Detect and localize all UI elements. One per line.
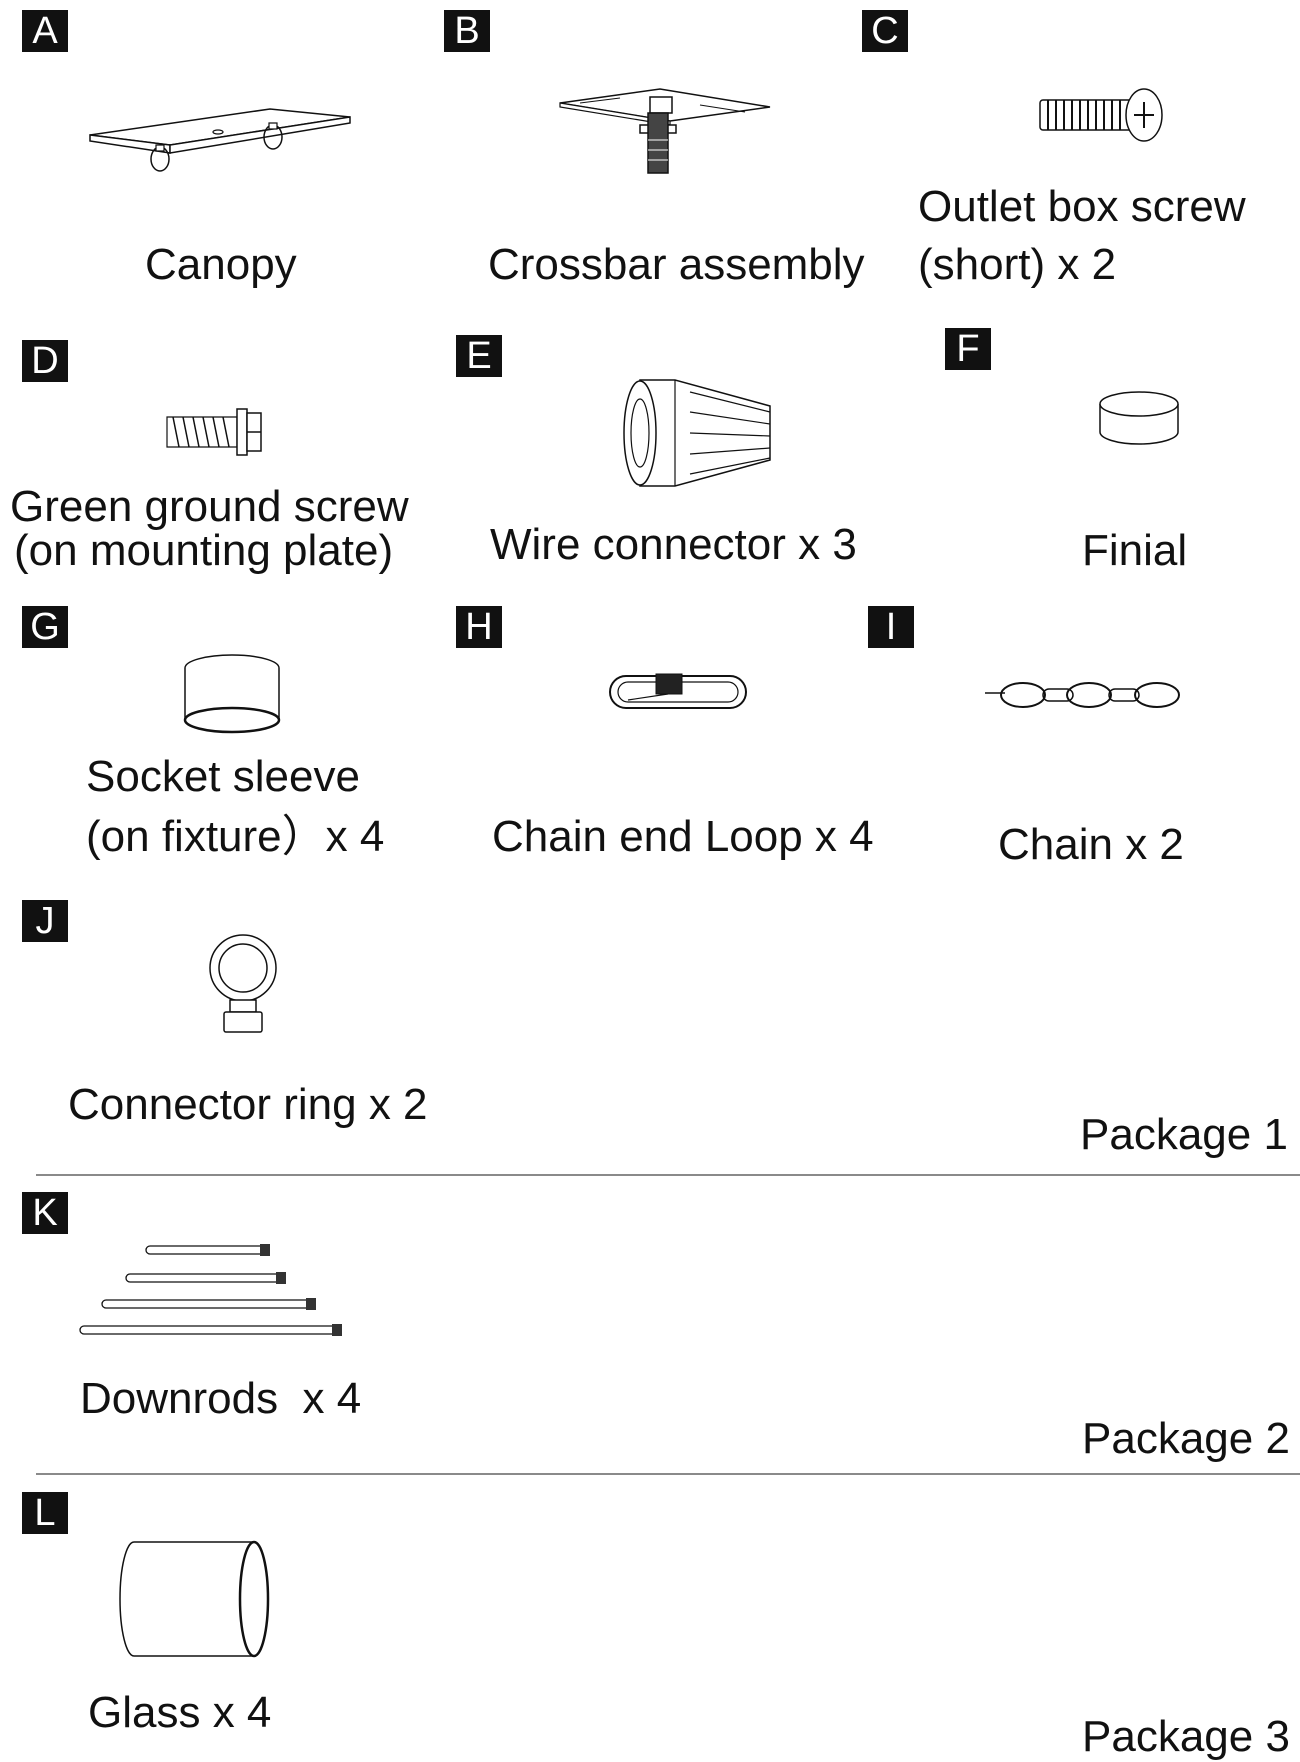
part-label-chain: Chain x 2 — [998, 820, 1184, 869]
part-letter-l: L — [22, 1492, 68, 1534]
glass-icon — [118, 1540, 270, 1658]
screw-icon — [1038, 88, 1168, 143]
package-1-label: Package 1 — [1080, 1110, 1288, 1159]
package-3-label: Package 3 — [1082, 1712, 1290, 1761]
part-letter-h: H — [456, 606, 502, 648]
part-letter-k: K — [22, 1192, 68, 1234]
package-2-label: Package 2 — [1082, 1414, 1290, 1463]
part-label-chain-loop: Chain end Loop x 4 — [492, 812, 874, 861]
part-letter-a: A — [22, 10, 68, 52]
part-label-socket-sleeve-1: Socket sleeve — [86, 752, 360, 801]
part-letter-b: B — [444, 10, 490, 52]
chain-loop-icon — [608, 672, 748, 712]
part-letter-i: I — [868, 606, 914, 648]
part-label-ground-screw-2: (on mounting plate) — [14, 526, 394, 575]
part-label-connector-ring: Connector ring x 2 — [68, 1080, 428, 1129]
socket-sleeve-icon — [183, 652, 281, 734]
part-letter-d: D — [22, 340, 68, 382]
part-letter-f: F — [945, 328, 991, 370]
part-label-downrods: Downrods x 4 — [80, 1374, 362, 1423]
part-label-outlet-screw-1: Outlet box screw — [918, 182, 1246, 231]
part-label-canopy: Canopy — [145, 240, 297, 289]
part-letter-e: E — [456, 335, 502, 377]
part-label-ground-screw-1: Green ground screw — [10, 482, 409, 531]
package-divider-2 — [36, 1473, 1300, 1475]
part-letter-c: C — [862, 10, 908, 52]
part-letter-j: J — [22, 900, 68, 942]
canopy-icon — [90, 95, 350, 190]
chain-icon — [985, 675, 1197, 715]
part-label-finial: Finial — [1082, 526, 1188, 575]
package-divider-1 — [36, 1174, 1300, 1176]
ground-screw-icon — [165, 405, 275, 460]
finial-icon — [1098, 390, 1180, 446]
downrods-icon — [78, 1244, 342, 1336]
part-label-crossbar: Crossbar assembly — [488, 240, 865, 289]
part-label-socket-sleeve-2: (on fixture）x 4 — [86, 812, 385, 861]
part-label-glass: Glass x 4 — [88, 1688, 272, 1737]
part-letter-g: G — [22, 606, 68, 648]
wire-connector-icon — [620, 378, 780, 488]
connector-ring-icon — [206, 932, 280, 1036]
crossbar-icon — [560, 85, 770, 180]
part-label-wire-connector: Wire connector x 3 — [490, 520, 857, 569]
part-label-outlet-screw-2: (short) x 2 — [918, 240, 1117, 289]
